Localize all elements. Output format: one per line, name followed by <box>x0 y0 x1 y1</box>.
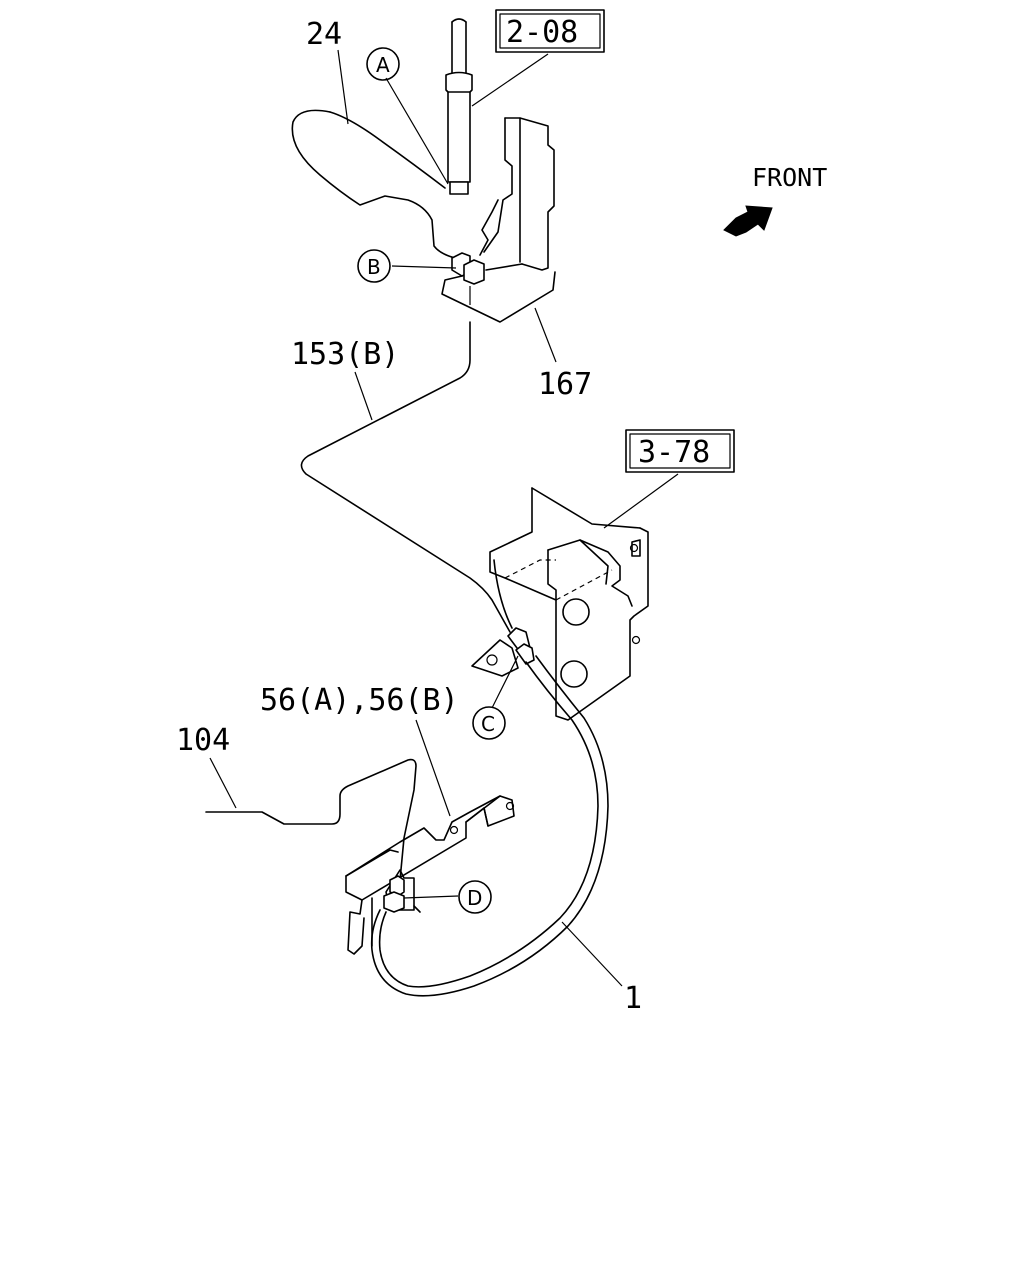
svg-text:A: A <box>376 53 390 77</box>
callout-1: 1 <box>624 981 642 1016</box>
bracket-56 <box>345 795 515 955</box>
fitting-d <box>383 875 405 913</box>
ref-box-378[interactable]: 3-78 <box>625 429 735 473</box>
fitting-c <box>507 627 535 665</box>
front-arrow-icon <box>723 205 773 237</box>
marker-a: A <box>366 47 400 81</box>
callout-56: 56(A),56(B) <box>260 683 459 718</box>
marker-b: B <box>357 249 391 283</box>
bracket-378 <box>471 487 649 721</box>
pipe-104 <box>205 758 417 881</box>
svg-text:D: D <box>467 886 482 910</box>
ref-378-text: 3-78 <box>638 435 710 470</box>
ref-box-208[interactable]: 2-08 <box>495 9 605 53</box>
pipe-24 <box>291 109 456 259</box>
callout-104: 104 <box>176 723 230 758</box>
fitting-b <box>451 252 485 285</box>
cylinder-strut <box>445 18 473 195</box>
ref-208-text: 2-08 <box>506 15 578 50</box>
callout-24: 24 <box>306 17 342 52</box>
svg-text:B: B <box>367 255 381 279</box>
pipe-1 <box>370 655 609 997</box>
marker-d: D <box>458 880 492 914</box>
bracket-167 <box>441 117 556 323</box>
front-label: FRONT <box>752 163 827 192</box>
marker-c: C <box>472 706 506 740</box>
callout-153b: 153(B) <box>291 337 399 372</box>
leader-lines <box>209 49 679 987</box>
svg-text:C: C <box>481 712 495 736</box>
pipe-153b <box>300 321 513 633</box>
callout-167: 167 <box>538 367 592 402</box>
